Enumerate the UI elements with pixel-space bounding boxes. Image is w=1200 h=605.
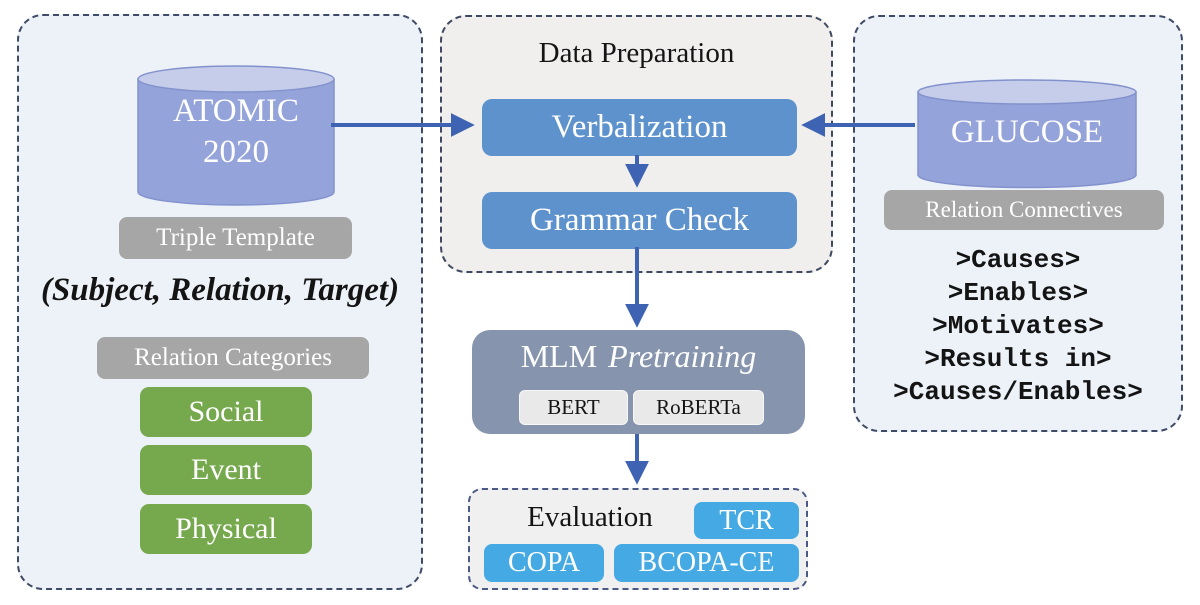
step-verbalization: Verbalization: [482, 99, 797, 156]
connective-motivates: >Motivates>: [932, 311, 1104, 341]
evaluation-title: Evaluation: [527, 501, 653, 533]
model-roberta: RoBERTa: [633, 390, 764, 425]
benchmark-copa: COPA: [484, 544, 604, 582]
connective-enables: >Enables>: [947, 278, 1089, 308]
atomic-label-line1: ATOMIC: [173, 93, 299, 129]
database-cylinder-icon: [137, 65, 335, 206]
evaluation-panel: Evaluation TCR COPA BCOPA-CE: [468, 488, 808, 590]
triple-template-value: (Subject, Relation, Target): [40, 272, 400, 308]
triple-template-label: Triple Template: [119, 217, 352, 259]
step-grammar-check: Grammar Check: [482, 192, 797, 249]
mlm-title-italic: Pretraining: [608, 338, 757, 374]
atomic-panel: ATOMIC 2020 Triple Template (Subject, Re…: [17, 14, 423, 590]
benchmark-tcr: TCR: [694, 502, 799, 539]
category-social: Social: [140, 387, 312, 437]
glucose-panel: GLUCOSE Relation Connectives >Causes> >E…: [853, 15, 1183, 432]
mlm-title-regular: MLM: [520, 338, 598, 374]
data-preparation-title: Data Preparation: [538, 37, 735, 69]
connectives-list: >Causes> >Enables> >Motivates> >Results …: [855, 244, 1181, 409]
mlm-pretraining-title: MLM Pretraining: [472, 338, 805, 375]
category-physical: Physical: [140, 504, 312, 554]
connective-causes-enables: >Causes/Enables>: [893, 377, 1143, 407]
benchmark-bcopa-ce: BCOPA-CE: [614, 544, 799, 582]
database-cylinder-icon: [917, 79, 1137, 189]
category-event: Event: [140, 445, 312, 495]
model-bert: BERT: [519, 390, 628, 425]
glucose-database-cylinder: GLUCOSE: [917, 79, 1137, 189]
atomic-label-line2: 2020: [203, 134, 269, 170]
data-preparation-panel: Data Preparation Verbalization Grammar C…: [440, 15, 833, 273]
mlm-pretraining-box: MLM Pretraining BERT RoBERTa: [472, 330, 805, 434]
connective-results-in: >Results in>: [924, 344, 1112, 374]
relation-connectives-label: Relation Connectives: [884, 190, 1164, 230]
connective-causes: >Causes>: [955, 245, 1081, 275]
atomic-database-label: ATOMIC 2020: [137, 91, 335, 173]
glucose-database-label: GLUCOSE: [950, 114, 1104, 150]
atomic-database-cylinder: ATOMIC 2020: [137, 65, 335, 206]
relation-categories-label: Relation Categories: [97, 337, 369, 379]
